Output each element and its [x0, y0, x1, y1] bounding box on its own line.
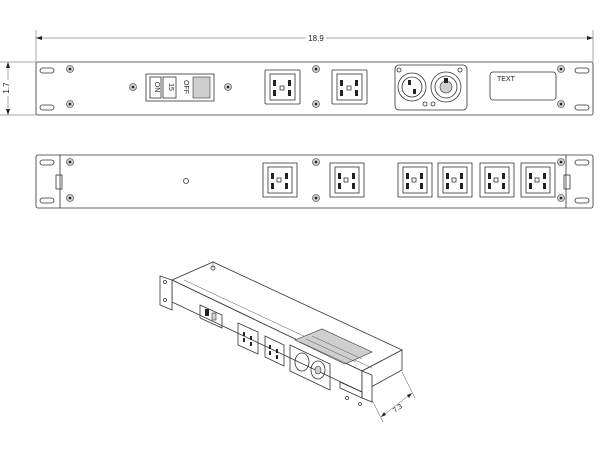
screw-icon	[312, 65, 320, 73]
screw-icon	[66, 65, 74, 73]
label-plate: TEXT	[489, 71, 557, 101]
rack-slot	[574, 159, 590, 166]
outlet-icon	[237, 322, 259, 355]
screw-icon	[66, 100, 74, 108]
screw-icon	[224, 83, 232, 91]
outlet-icon	[264, 335, 285, 367]
screw-icon	[312, 100, 320, 108]
screw-icon	[557, 194, 565, 202]
outlet-icon	[437, 162, 473, 198]
screw-icon	[557, 65, 565, 73]
iso-connector-panel	[289, 344, 331, 391]
connector-icon	[396, 67, 428, 107]
outlet-icon	[479, 162, 515, 198]
breaker-off-label: OFF	[182, 80, 189, 94]
rear-outlets	[262, 162, 556, 198]
connector-panel	[394, 64, 468, 111]
outlet-icon	[331, 69, 368, 105]
screw-icon	[557, 158, 565, 166]
connector-icon	[430, 67, 463, 107]
label-plate-text: TEXT	[497, 76, 516, 83]
depth-dimension: 7.3	[371, 371, 416, 423]
height-dimension: 1.7	[0, 61, 36, 116]
outlet-icon	[329, 162, 365, 198]
outlet-icon	[262, 162, 298, 198]
screw-icon	[312, 194, 320, 202]
outlet-icon	[520, 162, 556, 198]
depth-dimension-label: 7.3	[392, 403, 404, 415]
rack-slot	[574, 197, 590, 204]
outlet-icon	[397, 162, 433, 198]
rack-slot	[574, 104, 590, 111]
screw-icon	[129, 83, 137, 91]
circuit-breaker: ON 15 OFF	[145, 73, 215, 102]
rack-slot	[39, 104, 55, 111]
breaker-rating-label: 15	[167, 83, 174, 91]
screw-icon	[312, 158, 320, 166]
screw-icon	[66, 194, 74, 202]
rack-slot	[39, 197, 55, 204]
width-dimension: 18.9	[35, 30, 594, 62]
height-dimension-label: 1.7	[2, 82, 11, 94]
isometric-view	[159, 261, 403, 406]
mounting-hole	[183, 178, 189, 184]
screw-icon	[557, 100, 565, 108]
iso-breaker	[199, 304, 223, 329]
screw-icon	[66, 158, 74, 166]
breaker-on-label: ON	[153, 82, 160, 93]
rack-slot	[39, 159, 55, 166]
rack-slot	[574, 67, 590, 74]
outlet-icon	[264, 69, 301, 105]
front-view: ON 15 OFF	[35, 61, 594, 116]
width-dimension-label: 18.9	[308, 34, 324, 43]
rear-view	[35, 154, 594, 209]
rack-slot	[39, 67, 55, 74]
